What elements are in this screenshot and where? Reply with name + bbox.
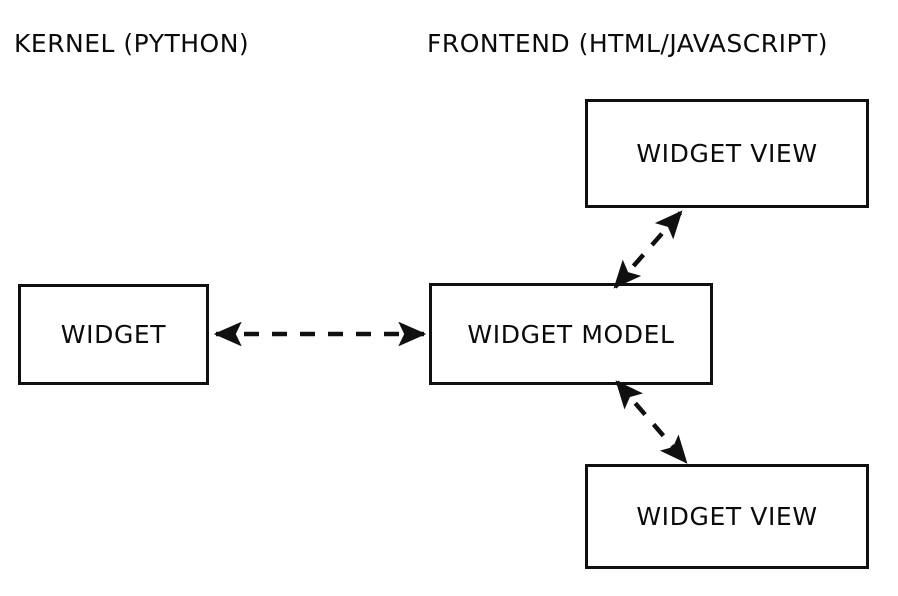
node-widget[interactable]: WIDGET xyxy=(18,284,209,385)
node-widget-model[interactable]: WIDGET MODEL xyxy=(429,283,713,385)
section-heading-kernel: KERNEL (PYTHON) xyxy=(14,29,250,58)
node-widget-view-bottom[interactable]: WIDGET VIEW xyxy=(585,464,869,569)
edge-widget-model-to-widget-view-bottom xyxy=(615,380,688,464)
section-heading-frontend: FRONTEND (HTML/JAVASCRIPT) xyxy=(427,29,829,58)
edge-widget-model-to-widget-view-top xyxy=(613,210,683,289)
node-widget-view-top[interactable]: WIDGET VIEW xyxy=(585,99,869,208)
node-widget-view-bottom-label: WIDGET VIEW xyxy=(636,502,818,531)
node-widget-view-top-label: WIDGET VIEW xyxy=(636,139,818,168)
node-widget-model-label: WIDGET MODEL xyxy=(467,319,675,349)
node-widget-label: WIDGET xyxy=(60,320,167,349)
